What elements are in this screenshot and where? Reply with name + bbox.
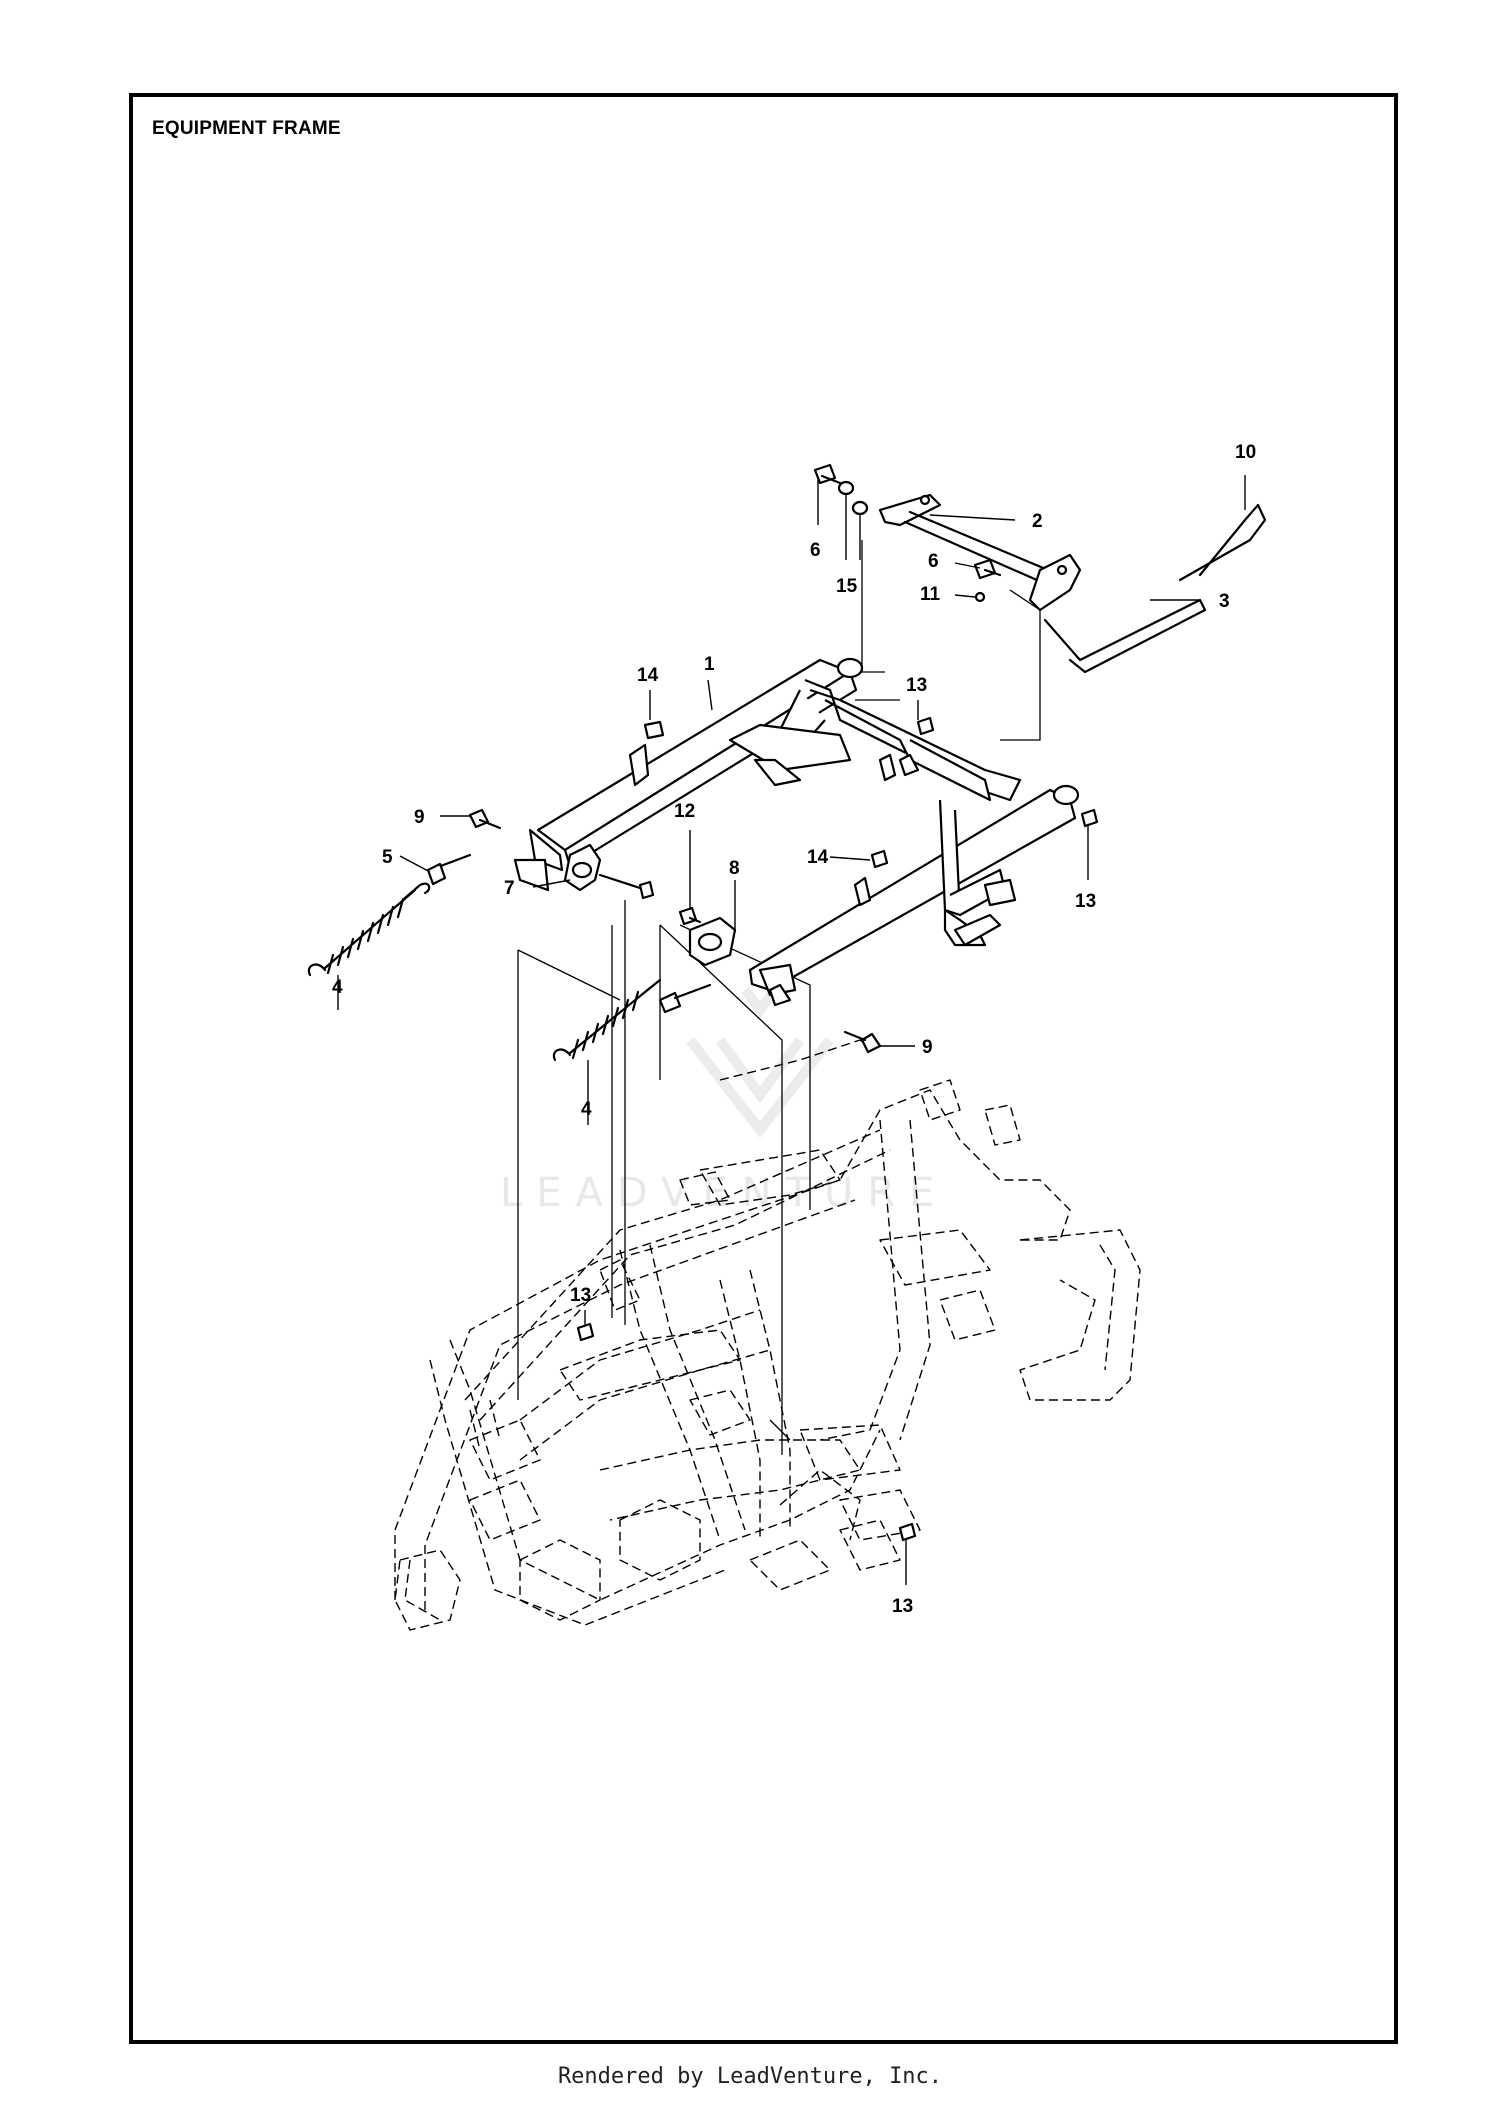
callout-6[interactable]: 6 [928, 551, 939, 572]
sleeve-part-5 [426, 853, 712, 1014]
fastener-nut-14b [870, 849, 889, 869]
callout-12[interactable]: 12 [674, 801, 695, 822]
bracket-part-8 [688, 916, 737, 967]
callout-3[interactable]: 3 [1219, 591, 1230, 612]
rod-part [1043, 598, 1207, 674]
callout-8[interactable]: 8 [729, 858, 740, 879]
callout-13[interactable]: 13 [906, 675, 927, 696]
callout-labels: 10 2 6 15 6 11 3 14 1 13 9 12 13 14 5 8 … [332, 442, 1256, 1617]
callout-9[interactable]: 9 [922, 1037, 933, 1058]
hairpin-clip-part [1178, 503, 1267, 582]
watermark-logo [686, 987, 834, 1139]
callout-2[interactable]: 2 [1032, 511, 1043, 532]
fastener-bolt-9a [468, 808, 502, 830]
callout-5[interactable]: 5 [382, 847, 393, 868]
callout-4[interactable]: 4 [332, 977, 343, 998]
fastener-bolt-6a [813, 463, 842, 485]
callout-13[interactable]: 13 [892, 1596, 913, 1617]
footer-credit: Rendered by LeadVenture, Inc. [557, 2064, 943, 2089]
equipment-frame-part [513, 657, 1080, 1007]
callout-1[interactable]: 1 [704, 654, 715, 675]
watermark-text: LEADVENTURE [500, 1170, 949, 1216]
callout-14[interactable]: 14 [807, 847, 829, 868]
bracket-part-7 [563, 843, 655, 900]
callout-9[interactable]: 9 [414, 807, 425, 828]
fastener-bolt-9b [843, 1030, 882, 1054]
fastener-nut-13a [916, 716, 935, 736]
callout-6[interactable]: 6 [810, 540, 821, 561]
fastener-nut-13d [898, 1522, 917, 1542]
callout-11[interactable]: 11 [920, 584, 941, 605]
fastener-bolt-12 [678, 906, 702, 926]
callout-10[interactable]: 10 [1235, 442, 1256, 463]
fastener-nut-14a [643, 720, 665, 740]
callout-7[interactable]: 7 [504, 878, 515, 899]
callout-13[interactable]: 13 [570, 1285, 591, 1306]
link-rod-part [878, 493, 1082, 612]
callout-14[interactable]: 14 [637, 665, 659, 686]
diagram-border [129, 93, 1398, 2044]
spring-part-4a [307, 882, 431, 977]
callout-4[interactable]: 4 [581, 1099, 592, 1120]
leader-lines [337, 475, 1246, 1585]
fastener-nut-11 [974, 591, 986, 603]
page-title: EQUIPMENT FRAME [152, 118, 341, 139]
spring-part-4b [552, 978, 662, 1062]
fastener-bolt-6b [973, 558, 1002, 580]
callout-15[interactable]: 15 [836, 576, 858, 597]
callout-13[interactable]: 13 [1075, 891, 1096, 912]
fastener-nut-13b [1080, 808, 1099, 828]
fastener-nut-13c [576, 1322, 595, 1342]
reference-base-frame [394, 1039, 1141, 1631]
fastener-washers-15 [837, 480, 869, 516]
